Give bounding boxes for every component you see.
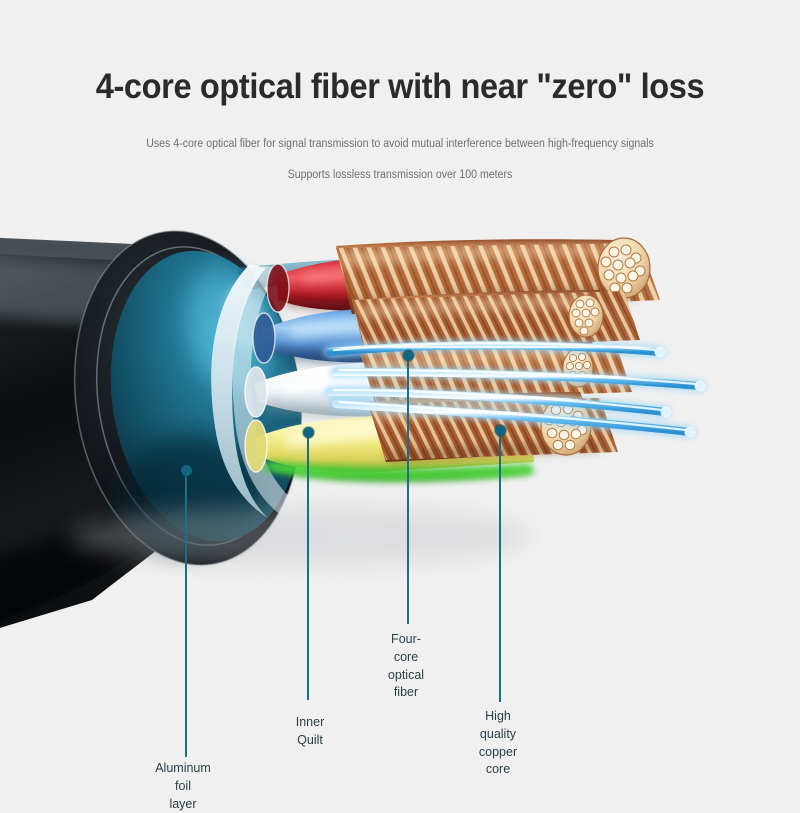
inner-wire-red	[266, 250, 566, 313]
callout-leader-line	[307, 432, 309, 700]
copper-core-bundles	[336, 237, 660, 462]
subtitle-line-2: Supports lossless transmission over 100 …	[287, 168, 513, 181]
callout-marker-dot	[494, 424, 506, 436]
callout-label: High quality copper core	[478, 709, 518, 777]
callout-label: Four-core optical fiber	[387, 632, 425, 700]
callout-marker-dot	[180, 464, 192, 476]
inner-wire-yellow	[244, 408, 534, 482]
callout-marker-dot	[402, 349, 414, 361]
aluminum-foil-shield-layer	[110, 250, 566, 553]
inner-quilt-sheath	[211, 264, 300, 518]
callout-leader-line	[499, 430, 501, 702]
optical-fiber-strands	[324, 339, 706, 438]
inner-wire-white	[244, 354, 544, 419]
callout-label: Inner Quilt	[295, 715, 325, 747]
callout-label: Aluminum foil layer	[155, 761, 211, 811]
jacket-cut-face	[73, 230, 303, 566]
callout-leader-line	[407, 355, 409, 624]
callout-marker-dot	[302, 426, 314, 438]
subtitle-line-1: Uses 4-core optical fiber for signal tra…	[146, 137, 654, 150]
header-block: 4-core optical fiber with near "zero" lo…	[0, 0, 800, 181]
callout-leader-line	[185, 470, 187, 757]
cable-outer-jacket	[0, 237, 231, 628]
page-title: 4-core optical fiber with near "zero" lo…	[95, 67, 705, 106]
